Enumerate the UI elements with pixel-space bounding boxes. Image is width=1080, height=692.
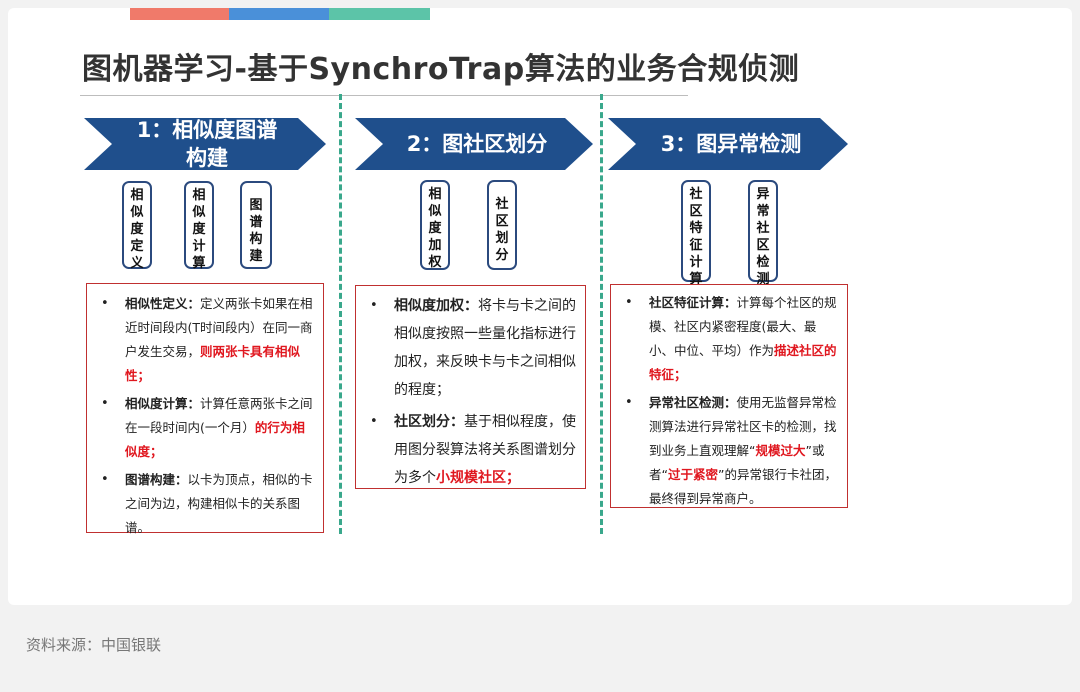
bullet-text: 计算任意两张卡之间在一段时间内(一个月）	[125, 396, 313, 435]
bullet-item: 社区特征计算：计算每个社区的规模、社区内紧密程度(最大、最小、中位、平均）作为描…	[621, 291, 839, 387]
substep-box: 图谱构建	[240, 181, 272, 269]
bullet-heading: 相似度计算：	[125, 396, 201, 411]
substep-box: 相似度定义	[122, 181, 152, 271]
substep-box: 相似度加权	[420, 180, 450, 270]
divider-dashed-1	[339, 94, 342, 534]
bullet-item: 社区划分：基于相似程度，使用图分裂算法将关系图谱划分为多个小规模社区；	[366, 408, 577, 492]
substep-box: 社区划分	[487, 180, 517, 270]
bullet-highlight: 过于紧密	[667, 467, 718, 482]
bullet-text: 使用无监督异常检测算法进行异常社区卡的检测，找到业务上直观理解“	[649, 395, 837, 458]
chevron-arrow-shape	[355, 118, 593, 170]
accent-bar-blue	[229, 8, 329, 20]
step-1-label: 1：相似度图谱构建	[136, 118, 278, 170]
accent-bar-green	[329, 8, 430, 20]
bullet-heading: 相似度加权：	[394, 298, 478, 314]
bullet-heading: 异常社区检测：	[649, 395, 737, 410]
bullet-heading: 社区特征计算：	[649, 295, 737, 310]
bullet-text: 将卡与卡之间的相似度按照一些量化指标进行加权，来反映卡与卡之间相似的程度；	[394, 298, 576, 398]
title-divider	[80, 95, 688, 96]
step-2-label: 2：图社区划分	[406, 132, 548, 156]
bullet-item: 图谱构建：以卡为顶点，相似的卡之间为边，构建相似卡的关系图谱。	[97, 468, 315, 540]
bullet-text: ”的异常银行卡社团，最终得到异常商户。	[649, 467, 837, 506]
bullet-heading: 社区划分：	[394, 414, 464, 430]
chevron-arrow-shape	[84, 118, 326, 170]
bullet-text: ”或者“	[649, 443, 825, 482]
bullet-text: 计算每个社区的规模、社区内紧密程度(最大、最小、中位、平均）作为	[649, 295, 837, 358]
bullet-item: 异常社区检测：使用无监督异常检测算法进行异常社区卡的检测，找到业务上直观理解“规…	[621, 391, 839, 511]
bullet-highlight: 小规模社区；	[436, 470, 520, 486]
substep-label: 社区划分	[495, 197, 509, 263]
substep-label: 图谱构建	[249, 198, 263, 264]
step-1-chevron: 1：相似度图谱构建	[84, 118, 326, 170]
bullet-highlight: 则两张卡具有相似性；	[125, 344, 301, 383]
description-panel-1: 相似性定义：定义两张卡如果在相近时间段内(T时间段内）在同一商户发生交易，则两张…	[86, 283, 324, 535]
substep-label: 相似度加权	[428, 187, 442, 270]
divider-dashed-2	[600, 94, 603, 534]
bullet-text: 以卡为顶点，相似的卡之间为边，构建相似卡的关系图谱。	[125, 472, 313, 535]
bullet-heading: 图谱构建：	[125, 472, 188, 487]
description-panel-3: 社区特征计算：计算每个社区的规模、社区内紧密程度(最大、最小、中位、平均）作为描…	[610, 284, 848, 508]
bullet-item: 相似度计算：计算任意两张卡之间在一段时间内(一个月）的行为相似度；	[97, 392, 315, 464]
bullet-highlight: 描述社区的特征；	[649, 343, 837, 382]
substep-label: 相似度定义	[130, 188, 144, 271]
substep-box: 异常社区检测	[748, 180, 778, 287]
bullet-highlight: 规模过大	[755, 443, 806, 458]
description-panel-2: 相似度加权：将卡与卡之间的相似度按照一些量化指标进行加权，来反映卡与卡之间相似的…	[355, 285, 586, 489]
substep-label: 社区特征计算	[689, 187, 703, 287]
substep-box: 社区特征计算	[681, 180, 711, 287]
chevron-arrow-shape	[608, 118, 848, 170]
bullet-text: 基于相似程度，使用图分裂算法将关系图谱划分为多个	[394, 414, 576, 486]
bullet-text: 定义两张卡如果在相近时间段内(T时间段内）在同一商户发生交易，	[125, 296, 313, 359]
slide-title: 图机器学习-基于SynchroTrap算法的业务合规侦测	[82, 52, 800, 87]
bullet-heading: 相似性定义：	[125, 296, 201, 311]
accent-bar-red	[130, 8, 229, 20]
step-3-chevron: 3：图异常检测	[608, 118, 848, 170]
substep-label: 相似度计算	[192, 188, 206, 271]
bullet-item: 相似性定义：定义两张卡如果在相近时间段内(T时间段内）在同一商户发生交易，则两张…	[97, 292, 315, 388]
step-2-chevron: 2：图社区划分	[355, 118, 593, 170]
bullet-highlight: 的行为相似度；	[125, 420, 305, 459]
step-3-label: 3：图异常检测	[660, 132, 802, 156]
substep-box: 相似度计算	[184, 181, 214, 271]
bullet-item: 相似度加权：将卡与卡之间的相似度按照一些量化指标进行加权，来反映卡与卡之间相似的…	[366, 292, 577, 404]
source-caption: 资料来源：中国银联	[26, 636, 162, 654]
substep-label: 异常社区检测	[756, 187, 770, 287]
